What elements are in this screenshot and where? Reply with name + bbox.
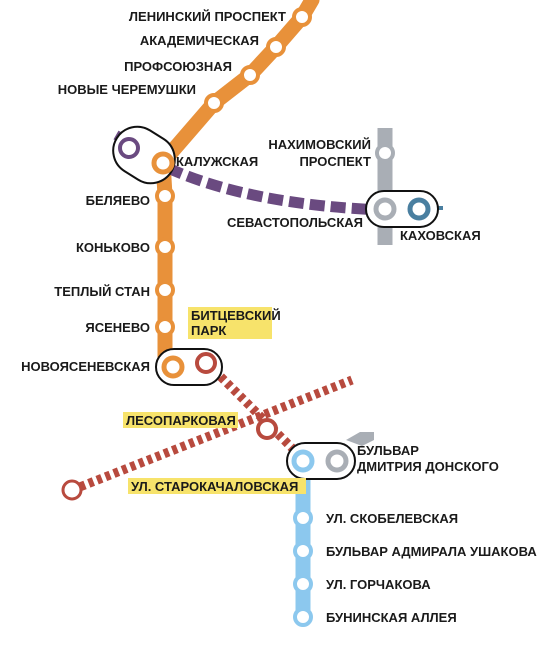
station-marker-starokachalovskaya-end[interactable]: [61, 479, 83, 501]
station-label-yasenevo[interactable]: ЯСЕНЕВО: [85, 320, 150, 335]
station-marker-lesoparkovaya[interactable]: [256, 418, 278, 440]
station-label-kakhovskaya[interactable]: КАХОВСКАЯ: [400, 228, 481, 243]
station-marker-kakhovskaya: [407, 197, 431, 221]
station-label-skobelevskaya[interactable]: УЛ. СКОБЕЛЕВСКАЯ: [326, 511, 458, 526]
station-label-novye-cheremushki[interactable]: НОВЫЕ ЧЕРЕМУШКИ: [58, 82, 196, 97]
station-marker-ushakova[interactable]: [293, 541, 313, 561]
station-marker-profsoyuznaya[interactable]: [240, 65, 260, 85]
station-marker-starokachalovskaya: [291, 449, 315, 473]
station-marker-bulvar-donskogo: [325, 449, 349, 473]
station-label-buninskaya[interactable]: БУНИНСКАЯ АЛЛЕЯ: [326, 610, 457, 625]
station-marker-konkovo[interactable]: [155, 237, 175, 257]
station-marker-bitcevsky: [195, 352, 217, 374]
station-label-bitcevsky-line1[interactable]: БИТЦЕВСКИЙ: [191, 308, 281, 323]
label-highlight-lesoparkovaya: [123, 412, 238, 428]
station-label-nakhimovsky-line2[interactable]: ПРОСПЕКТ: [299, 154, 371, 169]
red-line-track-b: [204, 360, 304, 460]
station-label-tepliy-stan[interactable]: ТЕПЛЫЙ СТАН: [54, 284, 150, 299]
station-label-kaluzhskaya[interactable]: КАЛУЖСКАЯ: [176, 154, 258, 169]
direction-arrow-icon: [346, 432, 374, 446]
station-label-belyaevo[interactable]: БЕЛЯЕВО: [86, 193, 150, 208]
station-marker-novoyasenevskaya: [161, 355, 185, 379]
station-label-lesoparkovaya[interactable]: ЛЕСОПАРКОВАЯ: [126, 413, 236, 428]
station-marker-leninsky[interactable]: [292, 7, 312, 27]
purple-line-track: [165, 162, 385, 216]
station-label-profsoyuznaya[interactable]: ПРОФСОЮЗНАЯ: [124, 59, 232, 74]
station-marker-yasenevo[interactable]: [155, 317, 175, 337]
orange-stations: [155, 7, 312, 337]
station-marker-gorchakova[interactable]: [293, 574, 313, 594]
station-label-sevastopolskaya[interactable]: СЕВАСТОПОЛЬСКАЯ: [227, 215, 363, 230]
station-label-bulvar-donskogo-line2[interactable]: ДМИТРИЯ ДОНСКОГО: [357, 459, 499, 474]
station-label-ushakova[interactable]: БУЛЬВАР АДМИРАЛА УШАКОВА: [326, 544, 537, 559]
station-label-leninsky[interactable]: ЛЕНИНСКИЙ ПРОСПЕКТ: [129, 9, 286, 24]
station-marker-kaluzhskaya-purple: [118, 137, 140, 159]
station-label-novoyasenevskaya[interactable]: НОВОЯСЕНЕВСКАЯ: [21, 359, 150, 374]
transfer-sevastopolskaya-kakhovskaya[interactable]: [365, 190, 439, 228]
lightblue-stations: [293, 508, 313, 627]
station-label-akademicheskaya[interactable]: АКАДЕМИЧЕСКАЯ: [140, 33, 259, 48]
station-marker-sevastopolskaya: [373, 197, 397, 221]
station-label-bulvar-donskogo-line1[interactable]: БУЛЬВАР: [357, 443, 419, 458]
station-marker-akademicheskaya[interactable]: [266, 37, 286, 57]
station-label-konkovo[interactable]: КОНЬКОВО: [76, 240, 150, 255]
station-label-gorchakova[interactable]: УЛ. ГОРЧАКОВА: [326, 577, 431, 592]
station-marker-nakhimovsky[interactable]: [375, 143, 395, 163]
station-marker-novye-cheremushki[interactable]: [204, 93, 224, 113]
station-marker-belyaevo[interactable]: [155, 186, 175, 206]
station-marker-skobelevskaya[interactable]: [293, 508, 313, 528]
transfer-kaluzhskaya[interactable]: [104, 118, 184, 193]
station-marker-kaluzhskaya: [151, 151, 175, 175]
transfer-bulvar-donskogo[interactable]: [286, 442, 356, 480]
station-marker-buninskaya[interactable]: [293, 607, 313, 627]
station-label-starokachalovskaya[interactable]: УЛ. СТАРОКАЧАЛОВСКАЯ: [131, 479, 298, 494]
station-label-bitcevsky-line2[interactable]: ПАРК: [191, 323, 226, 338]
station-label-nakhimovsky-line1[interactable]: НАХИМОВСКИЙ: [268, 137, 371, 152]
transfer-novoyasenevskaya-bitcevsky[interactable]: [155, 348, 223, 386]
station-marker-tepliy-stan[interactable]: [155, 280, 175, 300]
label-highlight-starokachalovskaya: [128, 478, 306, 494]
label-highlight-bitcevsky: [188, 307, 272, 339]
